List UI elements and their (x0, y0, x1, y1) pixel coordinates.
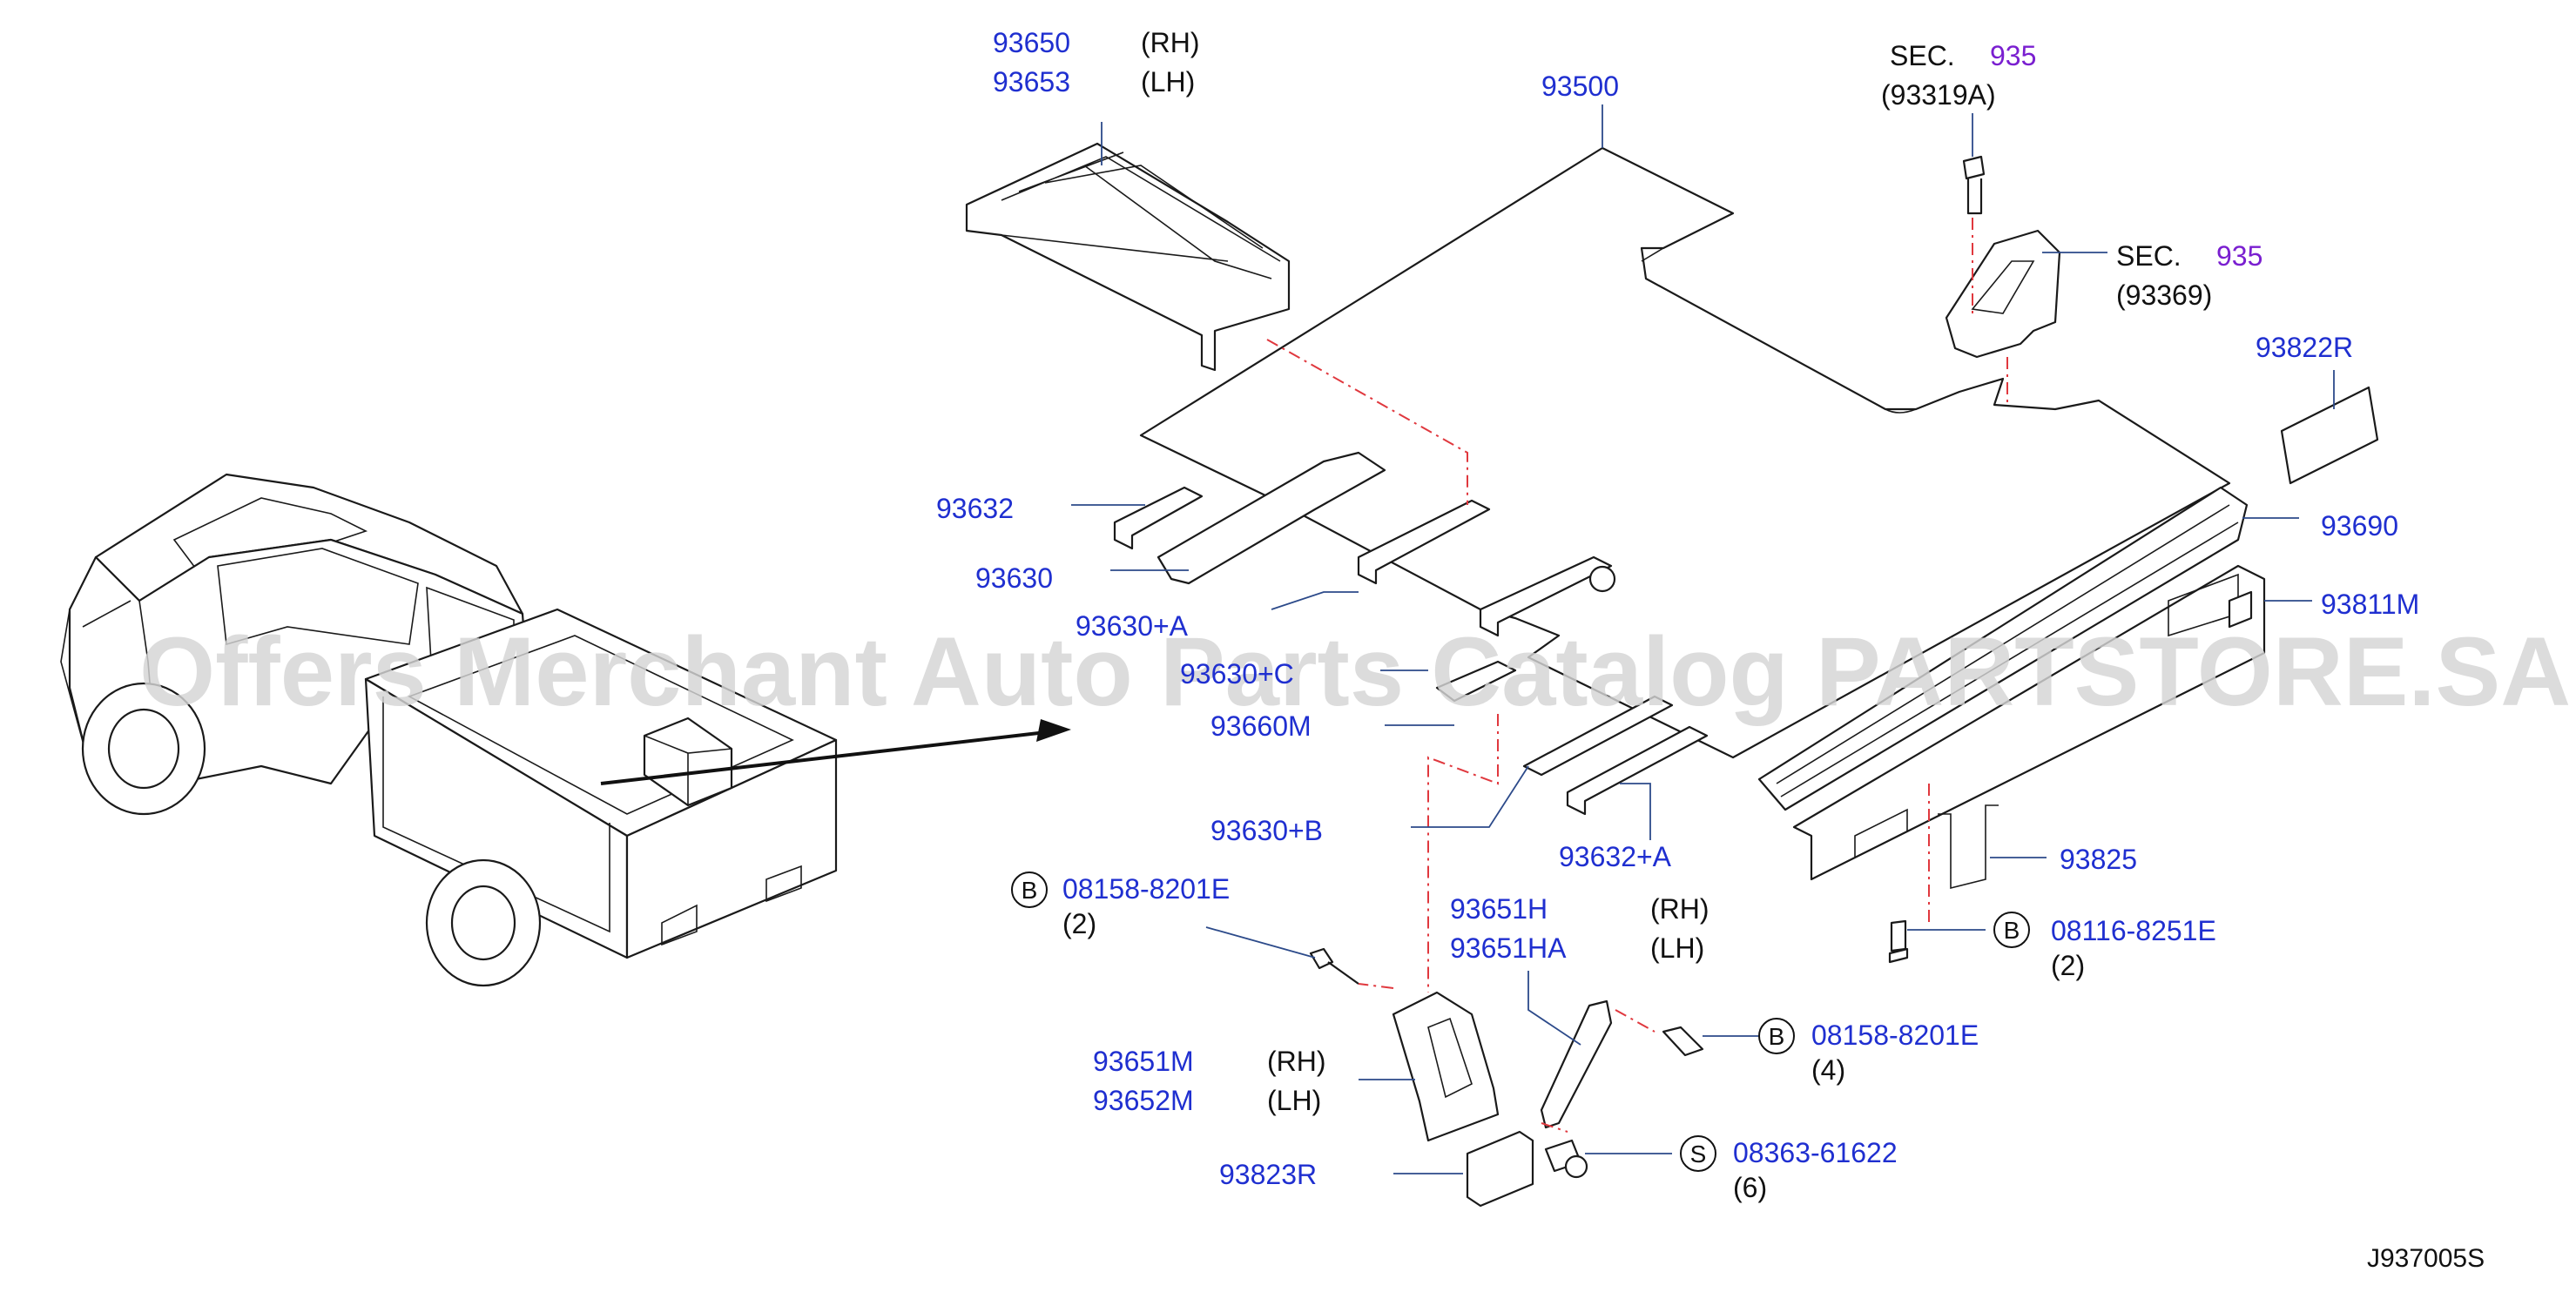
label-93651HA[interactable]: 93651HA (1450, 932, 1567, 964)
bolt-b-icon (1758, 1018, 1795, 1054)
label-93632[interactable]: 93632 (936, 493, 1014, 524)
diagram-code: J937005S (2367, 1244, 2485, 1273)
sec1-link[interactable]: 935 (1990, 40, 2036, 71)
label-08158-8201E-a[interactable]: 08158-8201E (1062, 873, 1230, 905)
bracket-93825 (1938, 804, 1999, 890)
label-08116-8251E[interactable]: 08116-8251E (2051, 915, 2216, 946)
sec935-bracket (1945, 155, 2061, 359)
dashed-guide-lines (1266, 218, 2008, 1133)
crossmembers (1113, 451, 1709, 816)
s1-letter: S (1690, 1141, 1707, 1168)
sec1-prefix: SEC. (1890, 40, 1955, 71)
side-rail-93690 (1757, 486, 2249, 811)
pickup-truck-illustration (60, 473, 1071, 987)
lower-brackets (1309, 919, 1909, 1208)
label-b1-qty: (2) (1062, 908, 1096, 939)
label-93653[interactable]: 93653 (993, 66, 1070, 98)
bed-floor-panel-93500 (1139, 146, 2231, 759)
label-93653-side: (LH) (1141, 66, 1195, 98)
sec2-ref: (93369) (2116, 279, 2212, 311)
screw-s-icon (1680, 1135, 1716, 1172)
label-08363-61622[interactable]: 08363-61622 (1733, 1137, 1898, 1168)
label-93651HA-side: (LH) (1650, 932, 1704, 964)
label-93652M-side: (LH) (1267, 1085, 1321, 1116)
bolt-b-icon (1993, 912, 2030, 948)
label-s1-qty: (6) (1733, 1172, 1767, 1203)
label-93690[interactable]: 93690 (2321, 510, 2398, 542)
label-b2-qty: (2) (2051, 950, 2085, 981)
part-labels: 93650 (RH) 93653 (LH) 93500 SEC. 935 (93… (936, 27, 2485, 1273)
sec1-ref: (93319A) (1881, 79, 1996, 111)
label-93651M-side: (RH) (1267, 1046, 1326, 1077)
label-93651M[interactable]: 93651M (1093, 1046, 1194, 1077)
sec2-prefix: SEC. (2116, 240, 2182, 272)
label-93650[interactable]: 93650 (993, 27, 1070, 58)
label-93650-side: (RH) (1141, 27, 1200, 58)
sec2-link[interactable]: 935 (2216, 240, 2262, 272)
b2-letter: B (2004, 917, 2020, 944)
label-93630-b[interactable]: 93630+B (1210, 815, 1323, 846)
b1-letter: B (1022, 877, 1038, 904)
plate-93822R (2280, 386, 2379, 485)
label-08158-8201E-b[interactable]: 08158-8201E (1811, 1019, 1979, 1051)
label-93811M[interactable]: 93811M (2321, 589, 2419, 620)
label-93630[interactable]: 93630 (975, 562, 1053, 594)
label-93823R[interactable]: 93823R (1219, 1159, 1317, 1190)
label-93630-c[interactable]: 93630+C (1180, 658, 1294, 690)
b3-letter: B (1769, 1023, 1785, 1050)
bolt-b-icon (1011, 871, 1048, 908)
label-93630-a[interactable]: 93630+A (1076, 610, 1189, 642)
label-b3-qty: (4) (1811, 1054, 1845, 1086)
label-93652M[interactable]: 93652M (1093, 1085, 1194, 1116)
label-93500[interactable]: 93500 (1541, 71, 1619, 102)
leader-lines (1071, 104, 2335, 1174)
side-bracket-93811M (1792, 564, 2266, 881)
watermark-text: Offers Merchant Auto Parts Catalog PARTS… (139, 617, 2571, 726)
label-93822R[interactable]: 93822R (2256, 332, 2353, 363)
label-93651H[interactable]: 93651H (1450, 893, 1548, 925)
label-93660M[interactable]: 93660M (1210, 710, 1312, 742)
label-93825[interactable]: 93825 (2060, 844, 2137, 875)
label-93632-a[interactable]: 93632+A (1559, 841, 1672, 872)
label-93651H-side: (RH) (1650, 893, 1709, 925)
rear-fender-93650 (965, 142, 1291, 372)
